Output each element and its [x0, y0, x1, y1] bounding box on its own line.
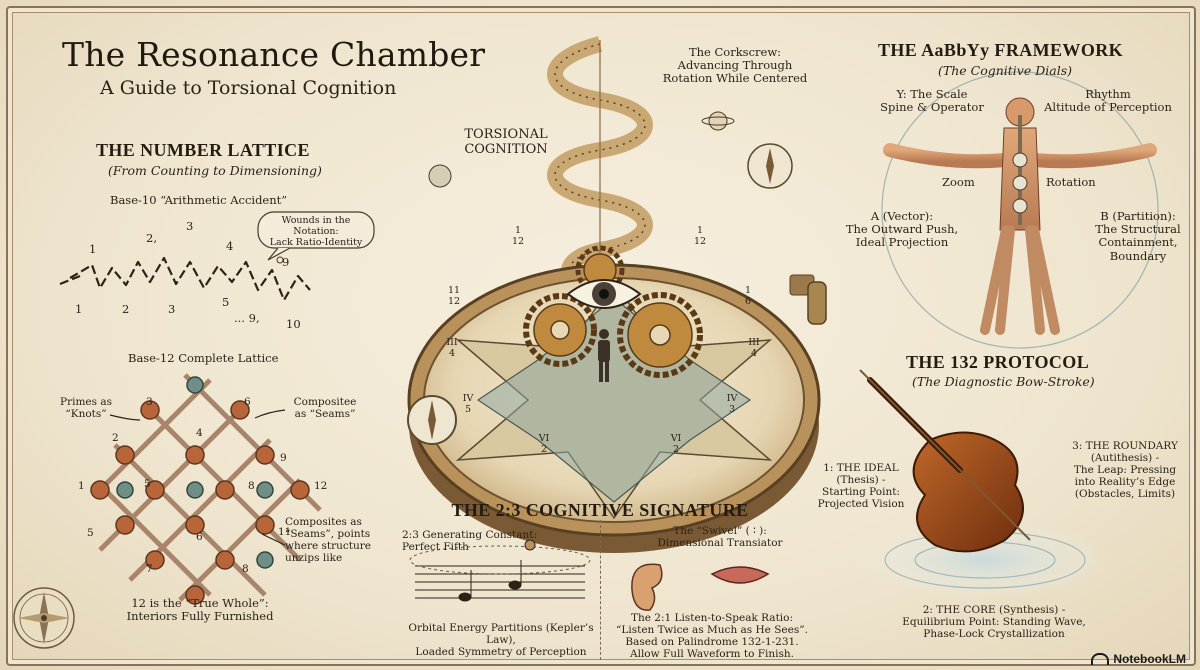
dial-label: IV 3: [726, 393, 738, 415]
wounds-note: Wounds in the Notation: Lack Ratio-Ident…: [269, 215, 363, 248]
zoom-label: Zoom: [942, 175, 975, 189]
lattice-number: 3: [146, 396, 153, 408]
gear-icon: [523, 245, 703, 378]
base10-number: 4: [226, 239, 234, 253]
lattice-number: 5: [144, 478, 151, 490]
b-partition-label: B (Partition): The Structural Containmen…: [1095, 209, 1181, 263]
dial-label: VI 2: [670, 433, 682, 455]
lattice-number: 6: [196, 531, 203, 543]
framework-heading: THE AaBbYy FRAMEWORK: [878, 40, 1124, 60]
lattice-number: 8: [242, 563, 249, 575]
dial-label: III 4: [446, 337, 458, 359]
wounds-note-bubble: [257, 211, 375, 264]
dial-label: III 4: [748, 337, 760, 359]
base10-number: 3: [186, 219, 194, 233]
signature-divider: [600, 520, 601, 660]
lattice-number: 11: [278, 526, 292, 538]
page-subtitle: A Guide to Torsional Cognition: [100, 77, 397, 99]
dial-label: 1 12: [693, 225, 707, 247]
lattice-number: 9: [280, 452, 287, 464]
corkscrew-note: The Corkscrew: Advancing Through Rotatio…: [662, 45, 808, 86]
base10-number: 1: [89, 242, 97, 256]
listen-note: The 2:1 Listen-to-Speak Ratio: “Listen T…: [616, 612, 808, 661]
lattice-number: 6: [244, 396, 251, 408]
dial-label: 1 12: [511, 225, 525, 247]
base12-lattice: [90, 373, 322, 605]
lattice-number: 1: [78, 480, 85, 492]
music-staff: [409, 539, 591, 602]
dial-label: VI 2: [538, 433, 550, 455]
standing-figure-icon: [598, 329, 610, 382]
protocol-heading: THE 132 PROTOCOL: [906, 352, 1090, 372]
brand-name: NotebookLM: [1113, 652, 1186, 666]
planet-icon: [428, 111, 735, 188]
base10-number: 9: [282, 255, 290, 269]
vitruvian-figure: [881, 71, 1159, 349]
ear-icon: [631, 563, 663, 611]
violin-icon: [855, 369, 1115, 600]
dial-label: 11 12: [447, 285, 461, 307]
true-whole-note: 12 is the “True Whole”: Interiors Fully …: [126, 596, 274, 624]
y-scale-label: Y: The Scale Spine & Operator: [880, 87, 984, 115]
lattice-number: 7: [146, 563, 153, 575]
lattice-subheading: (From Counting to Dimensioning): [108, 163, 322, 178]
swivel-label: The “Swivel” ( ∶ ): Dimensional Transiat…: [657, 525, 783, 550]
base10-jagged-line: [59, 256, 311, 302]
lattice-number: 4: [196, 427, 203, 439]
protocol-subheading: (The Diagnostic Bow-Stroke): [912, 374, 1095, 389]
core-label: 2: THE CORE (Synthesis) - Equilibrium Po…: [902, 604, 1086, 641]
dial-label: 1 6: [744, 285, 752, 307]
lattice-number: 2: [112, 432, 119, 444]
compass-icon: [407, 143, 793, 445]
lips-icon: [710, 566, 770, 584]
base10-number: 2,: [146, 231, 157, 245]
framework-subheading: (The Cognitive Dials): [938, 63, 1072, 78]
notebooklm-icon: [1091, 653, 1110, 665]
lattice-number: 12: [314, 480, 328, 492]
orbital-note: Orbital Energy Partitions (Kepler’s Law)…: [408, 622, 594, 659]
base10-number: 2: [122, 302, 130, 316]
rhythm-label: Rhythm Altitude of Perception: [1044, 87, 1172, 115]
composites-seams-note: Composites as “Seams”, points where stru…: [285, 516, 372, 565]
rotation-label: Rotation: [1046, 175, 1096, 189]
lattice-number: 8: [248, 480, 255, 492]
roundary-label: 3: THE ROUNDARY (Autithesis) - The Leap:…: [1072, 440, 1178, 501]
cosmic-watch-dial: [407, 263, 827, 553]
compass-rose-icon: [13, 587, 75, 649]
composites-note: Compositee as “Seams”: [293, 396, 357, 421]
base10-number: 3: [168, 302, 176, 316]
constant-label: 2:3 Generating Constant: Perfect Fifth: [402, 529, 537, 554]
page-title: The Resonance Chamber: [62, 35, 486, 74]
base10-number: 5: [222, 295, 230, 309]
dial-label: IV 5: [462, 393, 474, 415]
base10-number: ... 9,: [234, 311, 260, 325]
brand-logo: NotebookLM: [1091, 652, 1186, 666]
lattice-number: 5: [87, 527, 94, 539]
torsional-label: TORSIONAL COGNITION: [464, 127, 548, 157]
ideal-label: 1: THE IDEAL (Thesis) - Starting Point: …: [817, 462, 905, 511]
primes-note: Primes as “Knots”: [60, 396, 112, 421]
lattice-pointer-arrows: [109, 409, 286, 546]
base10-label: Base-10 “Arithmetic Accident”: [110, 193, 288, 207]
eye-icon: [566, 279, 642, 309]
base10-number: 1: [75, 302, 83, 316]
base12-label: Base-12 Complete Lattice: [128, 351, 279, 365]
signature-heading: THE 2:3 COGNITIVE SIGNATURE: [451, 500, 749, 520]
base10-number: 10: [286, 317, 301, 331]
lattice-heading: THE NUMBER LATTICE: [96, 140, 310, 160]
a-vector-label: A (Vector): The Outward Push, Ideal Proj…: [845, 209, 959, 250]
